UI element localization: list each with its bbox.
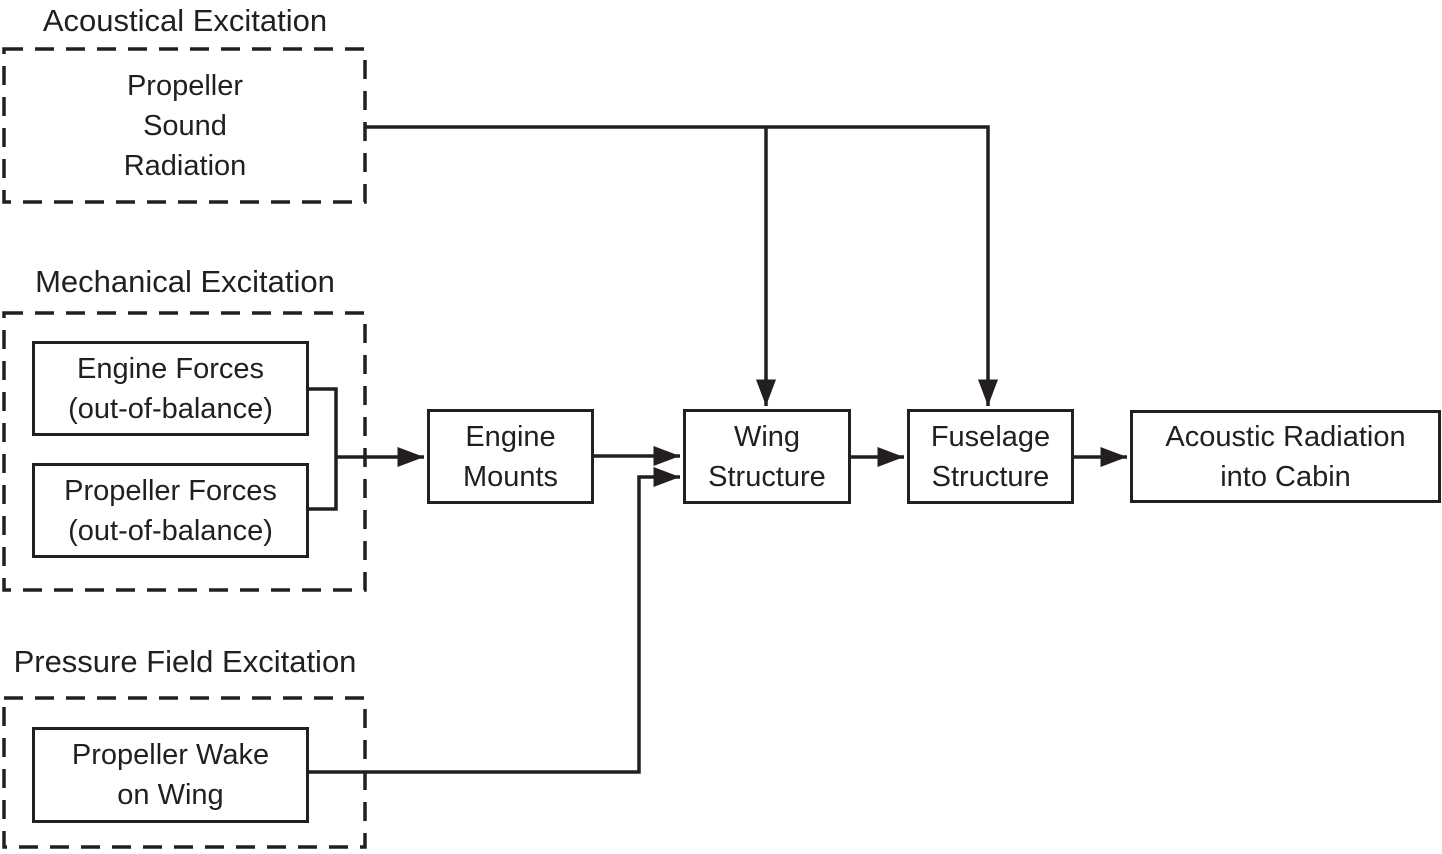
node-label-line: on Wing (117, 779, 224, 811)
node-propeller-forces: Propeller Forces (out-of-balance) (32, 463, 309, 558)
node-label-line: Mounts (462, 460, 559, 493)
edge-forces-bracket (309, 387, 338, 511)
node-label-line: Structure (708, 460, 826, 493)
node-label-line: Propeller Forces (64, 474, 277, 507)
group-title-pressure: Pressure Field Excitation (13, 644, 357, 679)
group-title-acoustical: Acoustical Excitation (42, 3, 328, 38)
node-label-line: Sound (143, 110, 227, 142)
node-label-line: (out-of-balance) (68, 514, 273, 547)
node-engine-mounts: Engine Mounts (427, 409, 594, 504)
node-label-line: Fuselage (930, 420, 1051, 453)
node-label-line: Radiation (123, 150, 247, 182)
node-label-line: Engine Forces (77, 352, 264, 385)
node-label-line: Propeller (126, 70, 244, 102)
node-label-line: Propeller Wake (71, 739, 270, 771)
node-label-line: Structure (931, 460, 1050, 493)
node-fuselage-structure: Fuselage Structure (907, 409, 1074, 504)
node-label-line: Acoustic Radiation (1165, 420, 1406, 453)
group-border-mechanical (2, 311, 367, 592)
node-acoustic-radiation-into-cabin: Acoustic Radiation into Cabin (1130, 410, 1441, 503)
node-label-line: into Cabin (1220, 460, 1351, 493)
edge-propeller-sound-to-fuselage (366, 125, 998, 406)
group-border-acoustical (2, 47, 367, 204)
node-propeller-sound-radiation: Propeller Sound Radiation (3, 48, 367, 204)
node-propeller-wake-on-wing: Propeller Wake on Wing (32, 727, 309, 823)
node-wing-structure: Wing Structure (683, 409, 851, 504)
node-engine-forces: Engine Forces (out-of-balance) (32, 341, 309, 436)
edge-propeller-wake-to-wing (309, 467, 680, 774)
node-label-line: (out-of-balance) (68, 392, 273, 425)
node-label-line: Wing (733, 420, 801, 453)
group-title-mechanical: Mechanical Excitation (35, 264, 335, 299)
node-label-line: Engine (465, 420, 556, 453)
